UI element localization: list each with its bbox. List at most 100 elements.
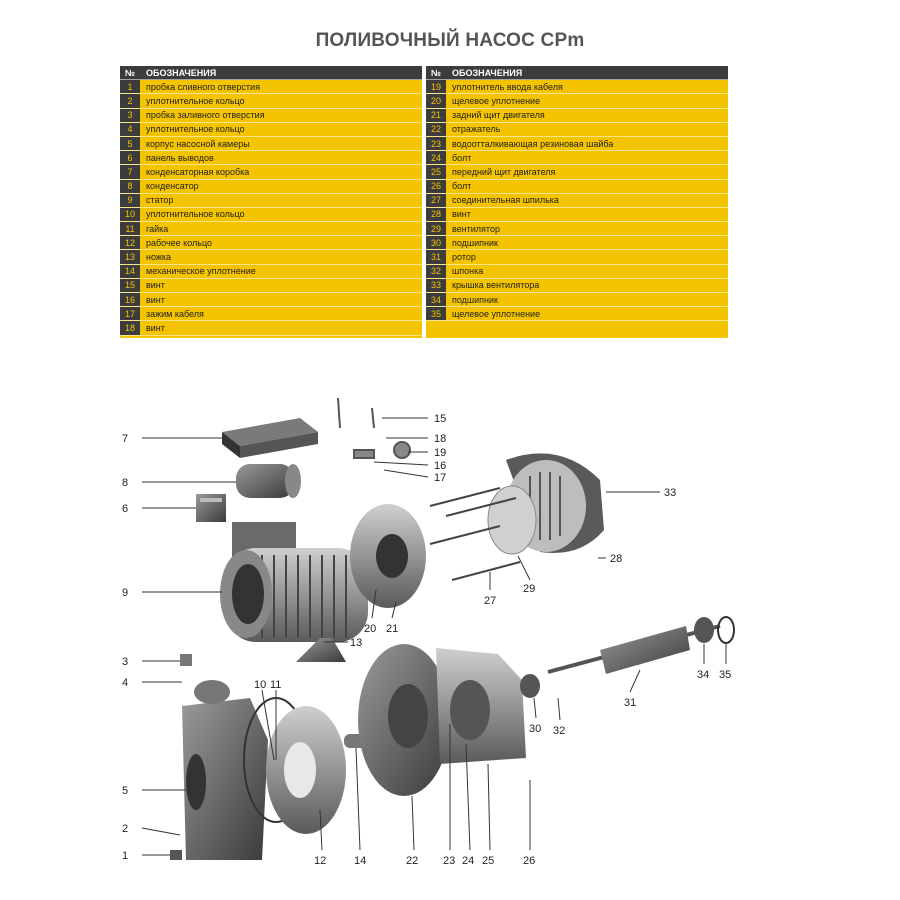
callout-10: 10 bbox=[254, 679, 266, 691]
bearing-part bbox=[520, 674, 540, 698]
legend-row-label: гайка bbox=[146, 223, 169, 234]
legend-row-number: 21 bbox=[426, 108, 446, 122]
legend-row: 24 болт bbox=[426, 151, 728, 166]
legend-row-number: 8 bbox=[120, 179, 140, 193]
legend-row-label: крышка вентилятора bbox=[452, 280, 540, 291]
callout-31: 31 bbox=[624, 697, 636, 709]
pump-housing-part bbox=[182, 680, 268, 860]
callout-8: 8 bbox=[122, 477, 128, 489]
legend-row-number: 27 bbox=[426, 193, 446, 207]
callout-5: 5 bbox=[122, 785, 128, 797]
legend-row-number: 32 bbox=[426, 264, 446, 278]
legend-row-number: 2 bbox=[120, 94, 140, 108]
legend-row-number: 3 bbox=[120, 108, 140, 122]
callout-25: 25 bbox=[482, 855, 494, 867]
callout-13: 13 bbox=[350, 637, 362, 649]
legend-row-label: уплотнительное кольцо bbox=[146, 124, 245, 135]
legend-row-label: статор bbox=[146, 195, 174, 206]
callout-22: 22 bbox=[406, 855, 418, 867]
legend-row-label: ротор bbox=[452, 252, 476, 263]
callout-7: 7 bbox=[122, 433, 128, 445]
callout-17: 17 bbox=[434, 472, 446, 484]
legend-row-number: 24 bbox=[426, 151, 446, 165]
callout-34: 34 bbox=[697, 669, 709, 681]
legend-row-number: 35 bbox=[426, 307, 446, 321]
legend-row-label: подшипник bbox=[452, 237, 498, 248]
legend-row-number: 30 bbox=[426, 236, 446, 250]
fan-part bbox=[487, 485, 537, 555]
legend-row-number: 15 bbox=[120, 278, 140, 292]
legend-row-label: болт bbox=[452, 152, 472, 163]
legend-row-number: 11 bbox=[120, 222, 140, 236]
callout-32: 32 bbox=[553, 725, 565, 737]
callout-27: 27 bbox=[484, 595, 496, 607]
impeller-part bbox=[266, 706, 346, 834]
legend-row: 14 механическое уплотнение bbox=[120, 264, 422, 279]
callout-4: 4 bbox=[122, 677, 128, 689]
callout-9: 9 bbox=[122, 587, 128, 599]
legend-row-number: 13 bbox=[120, 250, 140, 264]
callout-21: 21 bbox=[386, 623, 398, 635]
legend-row-number: 12 bbox=[120, 236, 140, 250]
header-number: № bbox=[120, 66, 140, 80]
drain-plug-part bbox=[170, 850, 182, 860]
legend-row-number: 31 bbox=[426, 250, 446, 264]
legend-row-number: 28 bbox=[426, 207, 446, 222]
legend-row-label: ножка bbox=[146, 252, 172, 263]
legend-divider bbox=[422, 66, 426, 338]
legend-row-number: 29 bbox=[426, 222, 446, 236]
legend-row-number: 4 bbox=[120, 122, 140, 136]
callout-6: 6 bbox=[122, 503, 128, 515]
legend-row-label: уплотнительное кольцо bbox=[146, 209, 245, 220]
legend-row: 31 ротор bbox=[426, 250, 728, 265]
legend-row-number: 23 bbox=[426, 136, 446, 151]
header-designation: ОБОЗНАЧЕНИЯ bbox=[452, 67, 523, 78]
callout-30: 30 bbox=[529, 723, 541, 735]
capacitor-box-part bbox=[222, 418, 318, 458]
tie-rods-part bbox=[429, 487, 521, 581]
callout-29: 29 bbox=[523, 583, 535, 595]
legend-row-label: механическое уплотнение bbox=[146, 266, 256, 277]
legend-row-number: 10 bbox=[120, 207, 140, 222]
legend-row-label: конденсатор bbox=[146, 181, 199, 192]
legend-row-number: 26 bbox=[426, 179, 446, 193]
legend-row-number: 7 bbox=[120, 165, 140, 179]
legend-row-number: 33 bbox=[426, 278, 446, 292]
legend-row-number: 14 bbox=[120, 264, 140, 278]
legend-row-label: конденсаторная коробка bbox=[146, 166, 250, 177]
legend-row-label: уплотнительное кольцо bbox=[146, 95, 245, 106]
legend-row-number: 5 bbox=[120, 136, 140, 151]
legend-row-number: 17 bbox=[120, 307, 140, 321]
stator-part bbox=[220, 522, 368, 642]
legend-row-number: 9 bbox=[120, 193, 140, 207]
callout-1: 1 bbox=[122, 850, 128, 862]
legend-row-label: водоотталкивающая резиновая шайба bbox=[452, 138, 614, 149]
exploded-pump-diagram: 1 2 3 4 5 6 7 8 9 10 11 12 13 14 15 16 1… bbox=[122, 397, 735, 867]
legend-header-row: № ОБОЗНАЧЕНИЯ bbox=[120, 66, 422, 81]
legend-row: 2 уплотнительное кольцо bbox=[120, 94, 422, 109]
callout-12: 12 bbox=[314, 855, 326, 867]
screws-part bbox=[337, 397, 411, 459]
legend-row-label: болт bbox=[452, 181, 472, 192]
legend-row-label: зажим кабеля bbox=[146, 308, 204, 319]
rear-motor-shield-part bbox=[350, 504, 426, 608]
legend-row: 33 крышка вентилятора bbox=[426, 278, 728, 293]
legend-row-label: винт bbox=[452, 209, 471, 220]
legend-row-label: панель выводов bbox=[146, 152, 214, 163]
legend-row-label: вентилятор bbox=[452, 223, 500, 234]
